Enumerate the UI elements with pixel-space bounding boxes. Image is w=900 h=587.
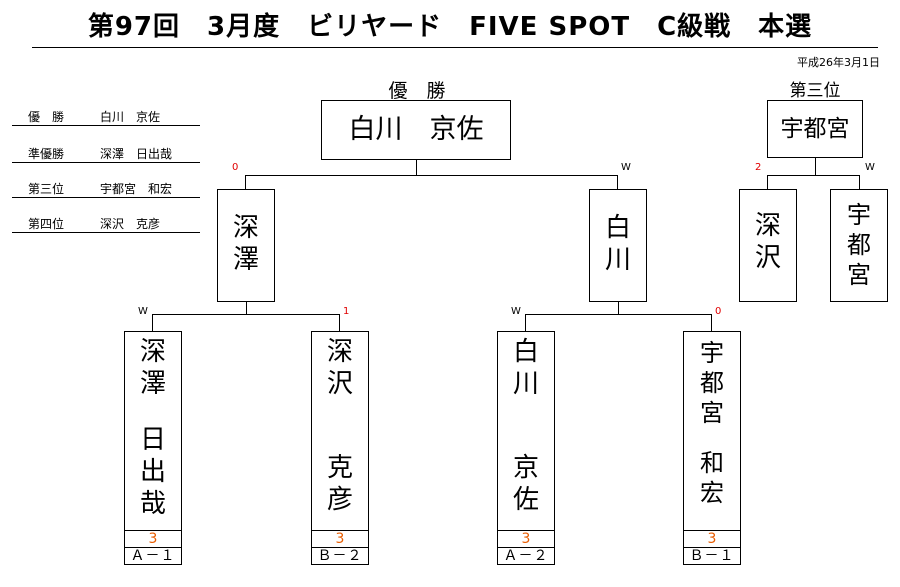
- bracket-line: [246, 302, 247, 315]
- third-right-box: 宇 都 宮: [830, 189, 888, 302]
- result-name: 深澤 日出哉: [100, 147, 173, 161]
- player-name-box: 深 沢 克 彦: [311, 331, 369, 531]
- player-name-char: 宮: [700, 399, 724, 427]
- player-name-char: 佐: [512, 485, 539, 515]
- player-name-char: 克: [326, 453, 353, 483]
- result-place: 第三位: [28, 182, 65, 196]
- semifinal-right-score: W: [621, 162, 631, 173]
- player-name-char: 澤: [232, 245, 259, 275]
- champion-header: 優 勝: [388, 80, 446, 102]
- result-place: 第四位: [28, 217, 65, 231]
- handicap-cell: 3: [311, 530, 369, 548]
- result-divider: [12, 125, 200, 126]
- third-left-score: 2: [755, 162, 762, 173]
- seed-label: Ｂ－１: [683, 547, 741, 565]
- handicap-cell: 3: [497, 530, 555, 548]
- player-name-box: 宇 都 宮 和 宏: [683, 331, 741, 531]
- bracket-line: [245, 175, 618, 176]
- bracket-line: [859, 175, 860, 189]
- player-name-char: 川: [604, 245, 631, 275]
- champion-name: 白川 京佐: [348, 114, 484, 145]
- result-row-3: 第三位 宇都宮 和宏: [12, 180, 200, 197]
- player-4-score: 0: [715, 306, 722, 317]
- player-name-char: 彦: [326, 485, 353, 515]
- bracket-line: [617, 175, 618, 189]
- third-place-header: 第三位: [789, 81, 841, 101]
- seed-label: Ａ－１: [124, 547, 182, 565]
- third-place-box: 宇都宮: [767, 100, 863, 158]
- player-name-char: 深: [232, 213, 259, 243]
- bracket-line: [767, 175, 768, 189]
- player-name-char: 深: [326, 337, 353, 367]
- handicap-cell: 3: [683, 530, 741, 548]
- player-name-box: 白 川 京 佐: [497, 331, 555, 531]
- player-name-char: 日: [139, 425, 166, 455]
- result-row-4: 第四位 深沢 克彦: [12, 215, 200, 232]
- player-name-char: 澤: [139, 369, 166, 399]
- player-name-box: 深 澤 日 出 哉: [124, 331, 182, 531]
- result-divider: [12, 232, 200, 233]
- result-row-2: 準優勝 深澤 日出哉: [12, 145, 200, 162]
- player-3-score: W: [511, 306, 521, 317]
- player-name-char: 出: [139, 457, 166, 487]
- seed-label: Ａ－２: [497, 547, 555, 565]
- bracket-line: [618, 302, 619, 315]
- player-name-char: 都: [847, 231, 871, 259]
- result-divider: [12, 197, 200, 198]
- result-name: 白川 京佐: [100, 110, 161, 124]
- player-name-char: 宇: [847, 201, 871, 229]
- player-card: 深 沢 克 彦 3 Ｂ－２: [311, 331, 369, 565]
- player-name-char: 深: [139, 337, 166, 367]
- result-name: 宇都宮 和宏: [100, 182, 173, 196]
- player-name-char: 沢: [754, 243, 781, 273]
- player-name-char: 宏: [700, 479, 724, 507]
- semifinal-left-score: 0: [232, 162, 239, 173]
- title-underline: [32, 47, 878, 48]
- player-name-char: 都: [700, 369, 724, 397]
- bracket-line: [245, 175, 246, 189]
- result-row-1: 優 勝 白川 京佐: [12, 108, 200, 125]
- result-place: 準優勝: [28, 147, 65, 161]
- player-name-char: 川: [512, 369, 539, 399]
- player-name-char: 宮: [847, 261, 871, 289]
- bracket-line: [525, 314, 712, 315]
- seed-label: Ｂ－２: [311, 547, 369, 565]
- player-card: 宇 都 宮 和 宏 3 Ｂ－１: [683, 331, 741, 565]
- bracket-line: [815, 158, 816, 176]
- bracket-line: [152, 314, 153, 331]
- player-name-char: 白: [512, 337, 539, 367]
- bracket-line: [339, 314, 340, 331]
- player-name-char: 京: [512, 453, 539, 483]
- semifinal-left-box: 深 澤: [217, 189, 275, 302]
- third-place-name: 宇都宮: [780, 116, 850, 142]
- player-name-char: 白: [604, 213, 631, 243]
- bracket-line: [767, 175, 860, 176]
- result-divider: [12, 162, 200, 163]
- semifinal-right-box: 白 川: [589, 189, 647, 302]
- page-title: 第97回 3月度 ビリヤード FIVE SPOT C級戦 本選: [87, 12, 813, 42]
- result-place: 優 勝: [28, 110, 65, 124]
- handicap-cell: 3: [124, 530, 182, 548]
- bracket-line: [525, 314, 526, 331]
- player-name-char: 沢: [326, 369, 353, 399]
- player-card: 白 川 京 佐 3 Ａ－２: [497, 331, 555, 565]
- player-name-char: 哉: [139, 489, 166, 519]
- player-card: 深 澤 日 出 哉 3 Ａ－１: [124, 331, 182, 565]
- bracket-line: [416, 160, 417, 176]
- player-1-score: W: [138, 306, 148, 317]
- third-right-score: W: [865, 162, 875, 173]
- champion-box: 白川 京佐: [321, 100, 511, 160]
- player-name-char: 深: [754, 211, 781, 241]
- player-name-char: 和: [700, 449, 724, 477]
- third-left-box: 深 沢: [739, 189, 797, 302]
- event-date: 平成26年3月1日: [797, 56, 880, 69]
- bracket-line: [152, 314, 340, 315]
- player-name-char: 宇: [700, 339, 724, 367]
- player-2-score: 1: [343, 306, 350, 317]
- result-name: 深沢 克彦: [100, 217, 161, 231]
- bracket-line: [711, 314, 712, 331]
